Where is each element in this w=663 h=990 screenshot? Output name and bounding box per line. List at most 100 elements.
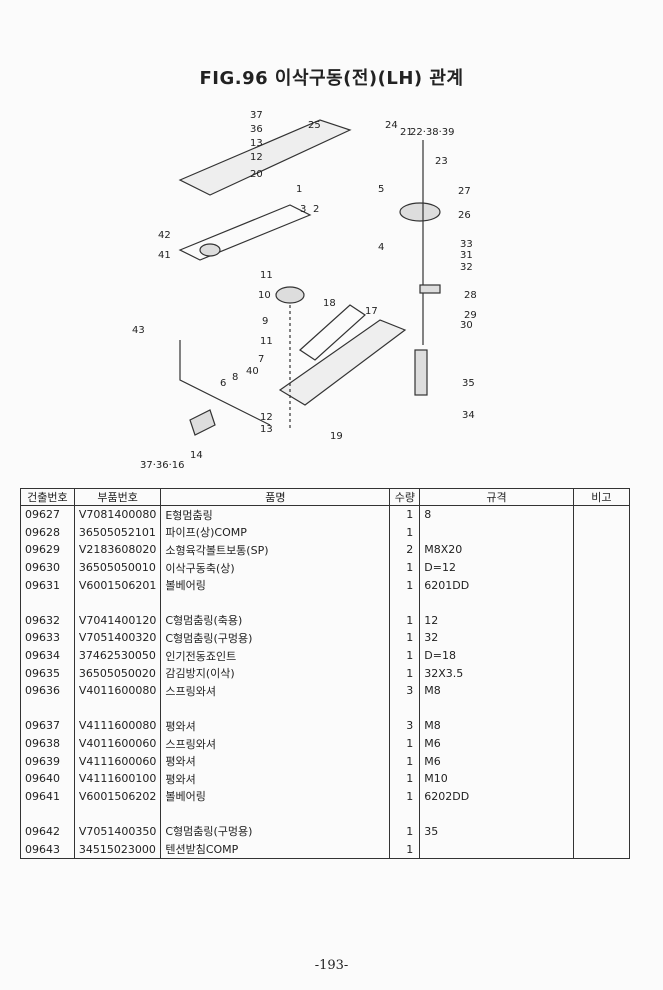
pipe <box>414 349 428 396</box>
cell-name: 스프링와셔 <box>160 681 391 700</box>
callout: 37·36·16 <box>140 460 185 470</box>
cell-remarks <box>572 699 631 718</box>
cell-spec: 32X3.5 <box>419 664 574 682</box>
cell-number: 09639 <box>20 752 75 770</box>
cell-number: 09642 <box>20 822 75 841</box>
callout: 34 <box>462 410 475 421</box>
cell-spec: M10 <box>419 769 574 788</box>
cell-part-number <box>73 699 162 718</box>
cell-qty: 1 <box>389 664 421 682</box>
callout: 13 <box>260 424 273 435</box>
callout: 22·38·39 <box>410 127 455 138</box>
cell-remarks <box>572 805 631 823</box>
pulley <box>399 202 441 222</box>
table-row <box>20 699 631 718</box>
cell-part-number <box>73 593 162 612</box>
cell-qty <box>389 805 421 823</box>
cell-number: 09640 <box>20 769 75 788</box>
cell-number: 09630 <box>20 558 75 577</box>
cell-qty: 1 <box>389 611 421 630</box>
callout: 11 <box>260 336 273 347</box>
cell-number: 09641 <box>20 787 75 806</box>
cell-spec <box>419 699 574 718</box>
parts-diagram: 37 36 13 12 20 25 24 21 22·38·39 23 5 27… <box>132 110 477 470</box>
cell-part-number: 37462530050 <box>73 646 162 665</box>
cell-remarks <box>572 558 631 577</box>
cell-part-number: V4111600080 <box>73 717 162 735</box>
callout: 19 <box>330 431 343 442</box>
callout: 36 <box>250 124 263 135</box>
callout: 7 <box>258 354 264 365</box>
cell-number: 09631 <box>20 576 75 594</box>
callout: 24 <box>385 120 398 131</box>
cell-number: 09638 <box>20 734 75 753</box>
cell-qty: 1 <box>389 787 421 806</box>
callout: 21 <box>400 127 413 138</box>
callout: 43 <box>132 325 145 336</box>
callout: 32 <box>460 262 473 273</box>
cell-name: E형멈춤링 <box>160 505 391 524</box>
upper-chain-case <box>178 119 352 196</box>
callout: 37 <box>250 110 263 121</box>
cell-number <box>20 699 75 718</box>
cell-qty: 1 <box>389 629 421 647</box>
cell-qty <box>389 593 421 612</box>
lower-chain-case <box>278 319 407 406</box>
cell-qty <box>389 699 421 718</box>
cell-spec: 6202DD <box>419 787 574 806</box>
cell-qty: 1 <box>389 734 421 753</box>
figure-title: FIG.96 이삭구동(전)(LH) 관계 <box>199 68 464 89</box>
callout: 13 <box>250 138 263 149</box>
cell-remarks <box>572 523 631 542</box>
cell-qty: 1 <box>389 840 421 859</box>
cell-part-number: 36505052101 <box>73 523 162 542</box>
cell-name: 감김방지(이삭) <box>160 664 391 682</box>
callout: 6 <box>220 378 226 389</box>
col-header-qty: 수량 <box>389 488 421 506</box>
cell-spec <box>419 593 574 612</box>
table-row <box>20 805 631 823</box>
cell-spec: 32 <box>419 629 574 647</box>
cell-spec: D=18 <box>419 646 574 665</box>
cell-part-number: V2183608020 <box>73 541 162 559</box>
cell-spec: M6 <box>419 734 574 753</box>
cell-part-number: 36505050010 <box>73 558 162 577</box>
cell-number: 09637 <box>20 717 75 735</box>
chain <box>178 204 312 261</box>
cell-number <box>20 593 75 612</box>
cell-number: 09629 <box>20 541 75 559</box>
cell-remarks <box>572 576 631 594</box>
cell-qty: 2 <box>389 541 421 559</box>
support-frame <box>179 340 271 426</box>
cell-remarks <box>572 734 631 753</box>
cell-name: 스프링와셔 <box>160 734 391 753</box>
cell-qty: 1 <box>389 646 421 665</box>
callout: 3 <box>300 204 306 215</box>
cell-remarks <box>572 646 631 665</box>
cell-part-number: 34515023000 <box>73 840 162 859</box>
cell-part-number: V7051400320 <box>73 629 162 647</box>
cell-qty: 1 <box>389 558 421 577</box>
callout: 8 <box>232 372 238 383</box>
cell-part-number: V4011600080 <box>73 681 162 700</box>
cell-spec <box>419 840 574 859</box>
cell-spec: 35 <box>419 822 574 841</box>
sprocket <box>275 286 305 304</box>
cell-qty: 1 <box>389 523 421 542</box>
chain-guide <box>299 304 366 361</box>
cell-name: 소형육각볼트보통(SP) <box>160 541 391 559</box>
cell-name: 인기전동죠인트 <box>160 646 391 665</box>
